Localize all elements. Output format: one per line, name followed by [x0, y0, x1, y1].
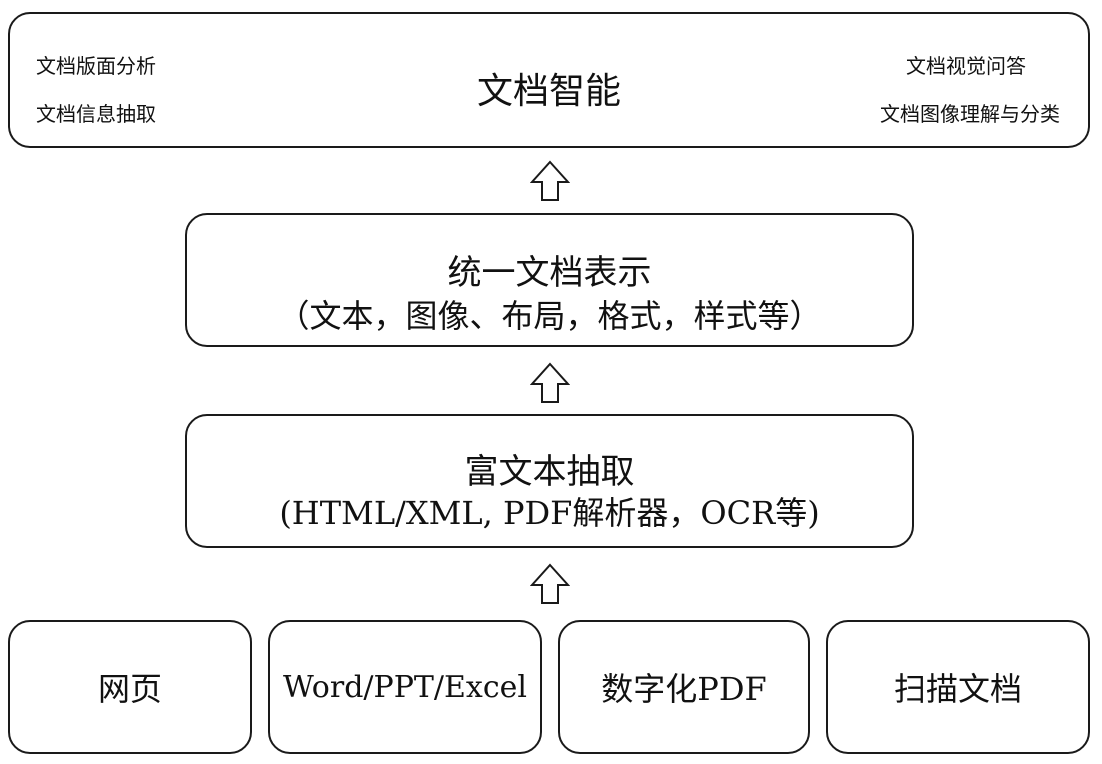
- task-information-extraction: 文档信息抽取: [36, 102, 156, 126]
- unified-representation-title: 统一文档表示: [447, 253, 652, 293]
- unified-representation-subtitle: （文本，图像、布局，格式，样式等）: [277, 297, 822, 335]
- rich-text-extraction-box: 富文本抽取 (HTML/XML, PDF解析器，OCR等): [185, 414, 914, 548]
- source-scanned-documents: 扫描文档: [826, 620, 1090, 754]
- document-intelligence-box: 文档版面分析 文档信息抽取 文档智能 文档视觉问答 文档图像理解与分类: [8, 12, 1090, 148]
- source-web-page: 网页: [8, 620, 252, 754]
- rich-text-extraction-subtitle: (HTML/XML, PDF解析器，OCR等): [279, 494, 820, 532]
- up-arrow-icon: [530, 362, 570, 403]
- rich-text-extraction-title: 富文本抽取: [464, 452, 635, 492]
- task-visual-qa: 文档视觉问答: [906, 54, 1026, 78]
- unified-representation-box: 统一文档表示 （文本，图像、布局，格式，样式等）: [185, 213, 914, 347]
- up-arrow-icon: [530, 160, 570, 201]
- task-image-understanding-classification: 文档图像理解与分类: [880, 102, 1060, 126]
- source-office-files: Word/PPT/Excel: [268, 620, 542, 754]
- task-layout-analysis: 文档版面分析: [36, 54, 156, 78]
- document-intelligence-title: 文档智能: [476, 71, 621, 112]
- source-digital-pdf: 数字化PDF: [558, 620, 810, 754]
- up-arrow-icon: [530, 563, 570, 604]
